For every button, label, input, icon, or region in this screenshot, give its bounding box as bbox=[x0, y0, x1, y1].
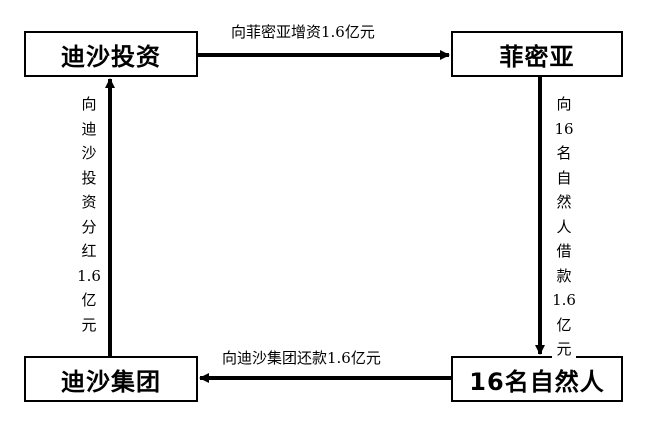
edge-label-right-char: 向 bbox=[556, 95, 572, 113]
edge-label-right-char: 1.6 bbox=[552, 291, 576, 309]
edge-label-left: 向 迪 沙 投 资 分 红 1.6 亿 元 bbox=[77, 92, 101, 337]
edge-label-left-char: 投 bbox=[81, 168, 97, 187]
edge-label-right-char: 自 bbox=[556, 168, 572, 187]
edge-label-right-char: 元 bbox=[556, 340, 572, 358]
edge-label-right-char: 款 bbox=[556, 266, 572, 285]
edge-label-right-char: 然 bbox=[556, 193, 572, 211]
node-disha-investment: 迪沙投资 bbox=[24, 31, 198, 77]
edge-label-left-char: 向 bbox=[81, 95, 97, 113]
edge-label-right-char: 借 bbox=[556, 242, 572, 260]
edge-label-left-char: 迪 bbox=[81, 119, 97, 138]
node-disha-group: 迪沙集团 bbox=[24, 356, 198, 402]
edge-label-left-char: 沙 bbox=[81, 144, 97, 162]
edge-label-left-char: 亿 bbox=[81, 291, 97, 309]
edge-label-right-char: 16 bbox=[554, 119, 574, 138]
edge-label-left-char: 1.6 bbox=[77, 266, 101, 285]
edge-label-right-char: 人 bbox=[556, 217, 572, 236]
node-feimiya: 菲密亚 bbox=[451, 31, 623, 77]
edge-label-left-char: 分 bbox=[81, 217, 97, 236]
node-16-individuals: 16名自然人 bbox=[451, 356, 623, 402]
edge-label-bottom: 向迪沙集团还款1.6亿元 bbox=[222, 349, 381, 367]
edge-label-right-char: 亿 bbox=[556, 315, 572, 334]
edge-label-top: 向菲密亚增资1.6亿元 bbox=[231, 23, 375, 41]
edge-label-left-char: 资 bbox=[81, 193, 97, 211]
edge-label-right-char: 名 bbox=[556, 144, 572, 162]
edge-label-left-char: 红 bbox=[81, 242, 97, 260]
edge-label-right: 向 16 名 自 然 人 借 款 1.6 亿 元 bbox=[552, 92, 576, 362]
edge-label-left-char: 元 bbox=[81, 315, 97, 334]
